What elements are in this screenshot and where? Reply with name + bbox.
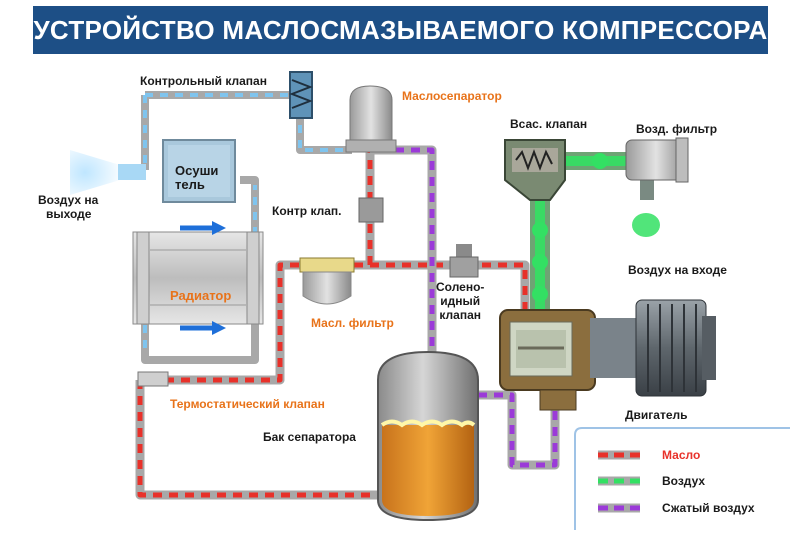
air-inlet-label: Воздух на входе [628, 263, 727, 277]
motor [590, 299, 716, 397]
radiator-label: Радиатор [170, 288, 232, 303]
control-valve [289, 71, 313, 119]
air-outlet-label-line1: Воздух на [38, 193, 99, 207]
legend-compressed-air-label: Сжатый воздух [662, 501, 755, 515]
oil-filter-label: Масл. фильтр [311, 316, 394, 330]
legend-air-label: Воздух [662, 474, 706, 488]
solenoid-label-line1: Солено- [436, 280, 485, 294]
separator-tank-label: Бак сепаратора [263, 430, 356, 444]
compressor-block [499, 309, 596, 411]
air-outlet-label: Воздух на выходе [38, 193, 98, 221]
thermostatic-valve [137, 371, 169, 387]
separator-tank [377, 350, 479, 522]
solenoid-label-line3: клапан [439, 308, 482, 322]
dryer-label-line2: тель [175, 177, 205, 192]
dryer [162, 139, 236, 203]
air-intake-path [530, 152, 660, 322]
check-valve-label: Контр клап. [272, 204, 342, 218]
intake-valve-label: Всас. клапан [510, 117, 588, 131]
oil-separator-label: Маслосепаратор [402, 89, 502, 103]
oil-separator [345, 85, 397, 153]
dryer-label-line1: Осуши [175, 163, 219, 178]
air-filter-label: Возд. фильтр [636, 122, 718, 136]
page-title: УСТРОЙСТВО МАСЛОСМАЗЫВАЕМОГО КОМПРЕССОРА [33, 6, 768, 54]
legend [574, 427, 790, 530]
air-outlet-label-line2: выходе [46, 207, 92, 221]
outlet-air-puff [70, 150, 146, 195]
motor-label: Двигатель [625, 408, 688, 422]
radiator [132, 221, 264, 335]
dryer-label: Осуши тель [175, 164, 218, 192]
check-valve [358, 197, 384, 223]
intake-valve [504, 139, 566, 201]
solenoid-valve-label: Солено- идный клапан [436, 280, 484, 322]
solenoid-valve [449, 244, 479, 278]
oil-filter [299, 257, 355, 305]
thermostatic-valve-label: Термостатический клапан [170, 397, 325, 411]
control-valve-label: Контрольный клапан [140, 74, 267, 88]
air-filter [625, 137, 689, 183]
legend-oil-label: Масло [662, 448, 701, 462]
solenoid-label-line2: идный [440, 294, 481, 308]
